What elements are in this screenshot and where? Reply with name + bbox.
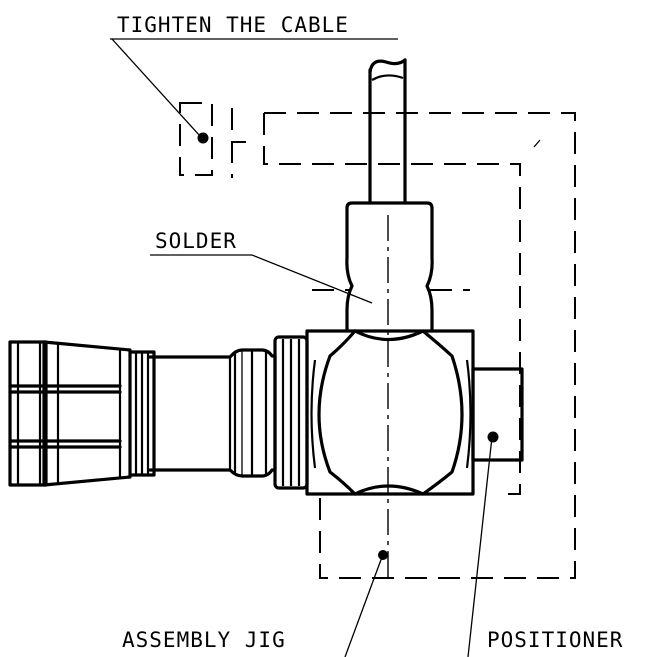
coupling-ring xyxy=(273,335,309,490)
leader-tighten-the-cable xyxy=(111,38,201,137)
ribbed-collar xyxy=(128,350,156,477)
connector-barrel xyxy=(148,348,277,478)
positioner-block xyxy=(471,367,524,462)
slotted-front-nut xyxy=(8,340,132,487)
jig-point-marker xyxy=(378,550,388,560)
body-edge-right xyxy=(465,359,472,469)
assembly-jig-outline xyxy=(179,102,576,579)
label-assembly-jig: ASSEMBLY JIG xyxy=(122,628,286,652)
body-edge-left xyxy=(310,359,317,469)
cable-sleeve xyxy=(345,201,434,333)
leader-solder xyxy=(251,254,373,304)
label-tighten-the-cable: TIGHTEN THE CABLE xyxy=(117,13,349,37)
label-solder: SOLDER xyxy=(155,229,237,253)
positioner-point-marker xyxy=(487,431,499,443)
leader-positioner xyxy=(467,436,493,657)
body-sphere-curve xyxy=(317,329,464,496)
leader-assembly-jig xyxy=(344,556,383,657)
cable xyxy=(368,58,407,205)
label-positioner: POSITIONER xyxy=(487,628,623,652)
clamp-point-marker xyxy=(197,132,209,144)
